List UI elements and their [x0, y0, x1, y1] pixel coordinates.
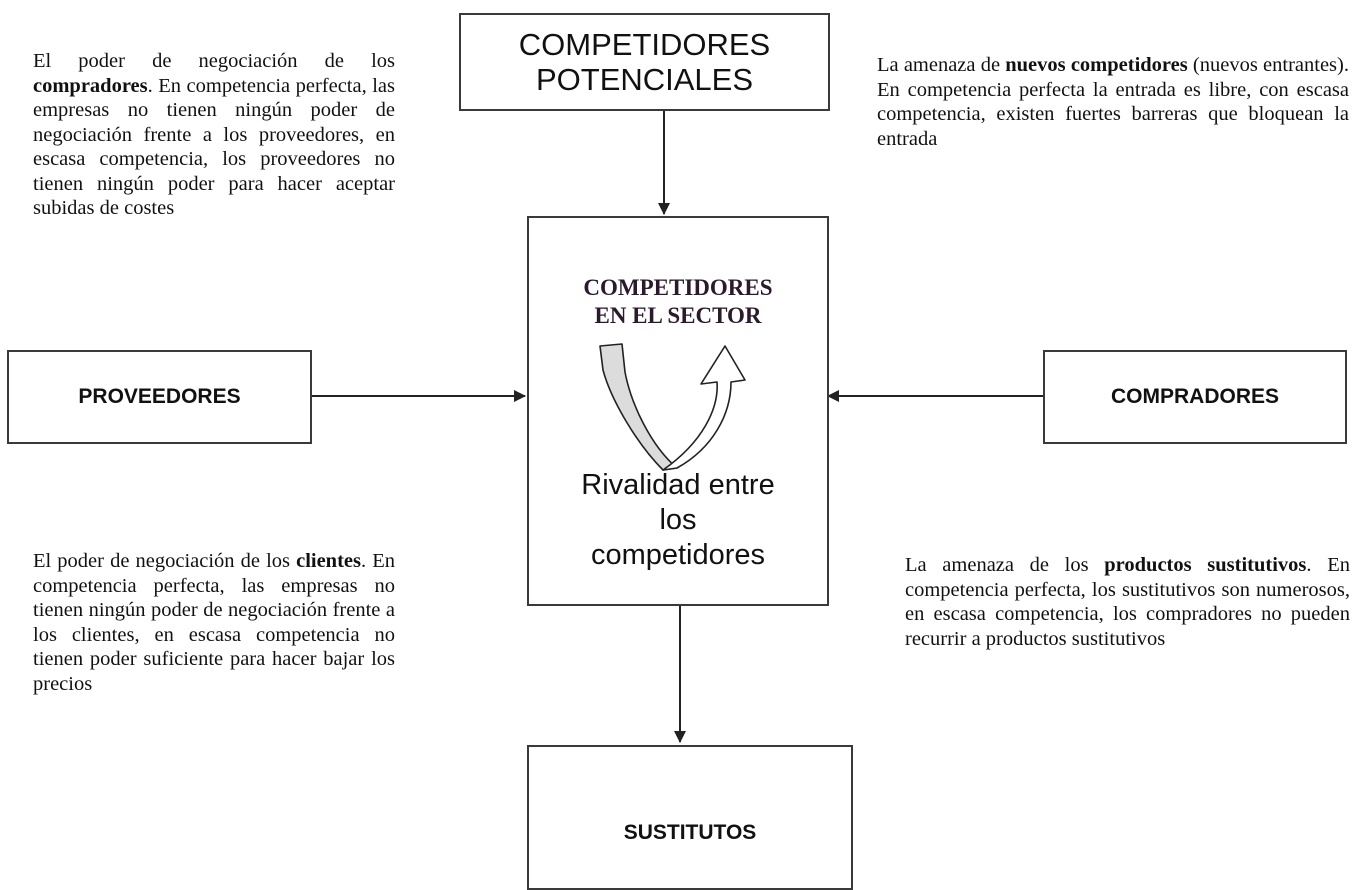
note-bottom-left-post: . En competencia perfecta, las empresas … [33, 550, 395, 695]
note-bottom-left-pre: El poder de negociación de los [33, 550, 297, 572]
u-turn-arrow-icon [599, 343, 746, 471]
note-bottom-left-bold: clientes [296, 550, 361, 572]
sector-title-line2: EN EL SECTOR [594, 303, 762, 328]
note-bottom-left: El poder de negociación de los clientes.… [33, 549, 395, 696]
competidores-potenciales-box: COMPETIDORES POTENCIALES [459, 13, 830, 111]
note-top-right-bold: nuevos competidores [1005, 54, 1188, 76]
competidores-potenciales-line2: POTENCIALES [535, 62, 754, 97]
rivalidad-text: Rivalidad entre los competidores [529, 468, 827, 573]
note-top-right: La amenaza de nuevos competidores (nuevo… [877, 53, 1349, 151]
note-bottom-right: La amenaza de los productos sustitutivos… [905, 553, 1350, 651]
proveedores-box: PROVEEDORES [7, 350, 312, 444]
compradores-label: COMPRADORES [1110, 385, 1279, 408]
note-top-right-post: (nuevos entrantes). En competencia perfe… [877, 54, 1349, 150]
note-top-right-pre: La amenaza de [877, 54, 1006, 76]
note-bottom-right-bold: productos sustitutivos [1104, 554, 1307, 576]
sector-title-line1: COMPETIDORES [583, 275, 773, 300]
compradores-box: COMPRADORES [1043, 350, 1347, 444]
sustitutos-box: SUSTITUTOS [527, 745, 853, 890]
sustitutos-label: SUSTITUTOS [623, 821, 757, 844]
rivalidad-line3: competidores [590, 539, 766, 571]
competidores-sector-box: COMPETIDORES EN EL SECTOR Rivalidad entr… [527, 216, 829, 606]
proveedores-label: PROVEEDORES [78, 385, 241, 408]
note-top-left-bold: compradores [33, 74, 148, 97]
note-top-left-pre: El poder de negociación de los [33, 50, 395, 72]
rivalidad-line1: Rivalidad entre [581, 469, 775, 501]
note-top-left-post: . En competencia perfecta, las empresas … [33, 74, 395, 220]
sector-title: COMPETIDORES EN EL SECTOR [529, 274, 827, 330]
note-bottom-right-pre: La amenaza de los [905, 554, 1105, 576]
rivalidad-line2: los [659, 504, 697, 536]
note-top-left: El poder de negociación de los comprador… [33, 49, 395, 221]
note-bottom-right-post: . En competencia perfecta, los sustituti… [905, 554, 1350, 650]
competidores-potenciales-line1: COMPETIDORES [518, 27, 771, 62]
